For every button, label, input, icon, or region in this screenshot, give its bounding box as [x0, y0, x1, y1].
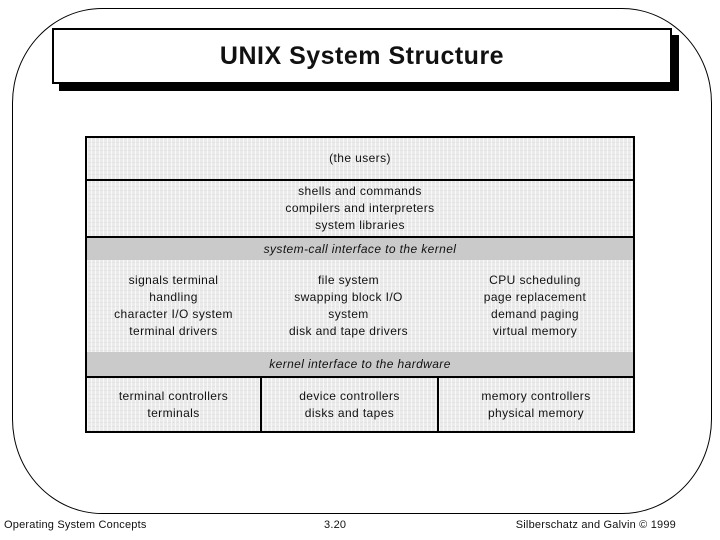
layer-hardware-interface: kernel interface to the hardware: [87, 352, 633, 378]
kernel-line: file system: [317, 273, 380, 287]
kernel-line: demand paging: [491, 307, 579, 321]
hardware-line: memory controllers: [481, 388, 591, 403]
hardware-interface-label: kernel interface to the hardware: [269, 356, 451, 371]
user-programs-line: system libraries: [315, 218, 405, 232]
footer-course-title: Operating System Concepts: [4, 519, 147, 531]
kernel-line: disk and tape drivers: [288, 324, 409, 338]
kernel-column-signals: signals terminal handling character I/O …: [87, 272, 260, 340]
hardware-cell-terminal: terminal controllers terminals: [87, 378, 260, 431]
layer-user-programs: shells and commands compilers and interp…: [87, 181, 633, 238]
kernel-line: virtual memory: [492, 324, 578, 338]
kernel-line: system: [328, 307, 369, 321]
kernel-column-scheduling: CPU scheduling page replacement demand p…: [437, 272, 633, 340]
layer-kernel: signals terminal handling character I/O …: [87, 260, 633, 352]
syscall-interface-label: system-call interface to the kernel: [263, 241, 457, 256]
kernel-column-filesystem: file system swapping block I/O system di…: [260, 272, 437, 340]
hardware-cell-memory: memory controllers physical memory: [437, 378, 633, 431]
hardware-line: physical memory: [487, 405, 585, 420]
kernel-line: swapping block I/O: [294, 290, 403, 304]
hardware-cell-device: device controllers disks and tapes: [260, 378, 437, 431]
user-programs-line: compilers and interpreters: [285, 201, 435, 215]
slide-title-box: UNIX System Structure: [52, 28, 672, 84]
footer-slide-number: 3.20: [324, 519, 347, 531]
slide-title: UNIX System Structure: [219, 41, 505, 70]
layer-users: (the users): [87, 138, 633, 181]
kernel-line: handling: [149, 290, 198, 304]
hardware-line: disks and tapes: [304, 405, 395, 420]
layer-hardware: terminal controllers terminals device co…: [87, 378, 633, 431]
kernel-line: signals terminal: [128, 273, 219, 287]
layer-syscall-interface: system-call interface to the kernel: [87, 238, 633, 260]
unix-structure-diagram: (the users) shells and commands compiler…: [85, 136, 635, 433]
hardware-line: terminal controllers: [118, 388, 229, 403]
hardware-line: device controllers: [299, 388, 400, 403]
user-programs-line: shells and commands: [298, 184, 422, 198]
footer-authors: Silberschatz and Galvin © 1999: [515, 519, 676, 531]
kernel-line: terminal drivers: [129, 324, 218, 338]
kernel-line: page replacement: [483, 290, 587, 304]
users-label: (the users): [329, 151, 391, 165]
kernel-line: character I/O system: [114, 307, 233, 321]
kernel-line: CPU scheduling: [489, 273, 581, 287]
hardware-line: terminals: [147, 405, 200, 420]
